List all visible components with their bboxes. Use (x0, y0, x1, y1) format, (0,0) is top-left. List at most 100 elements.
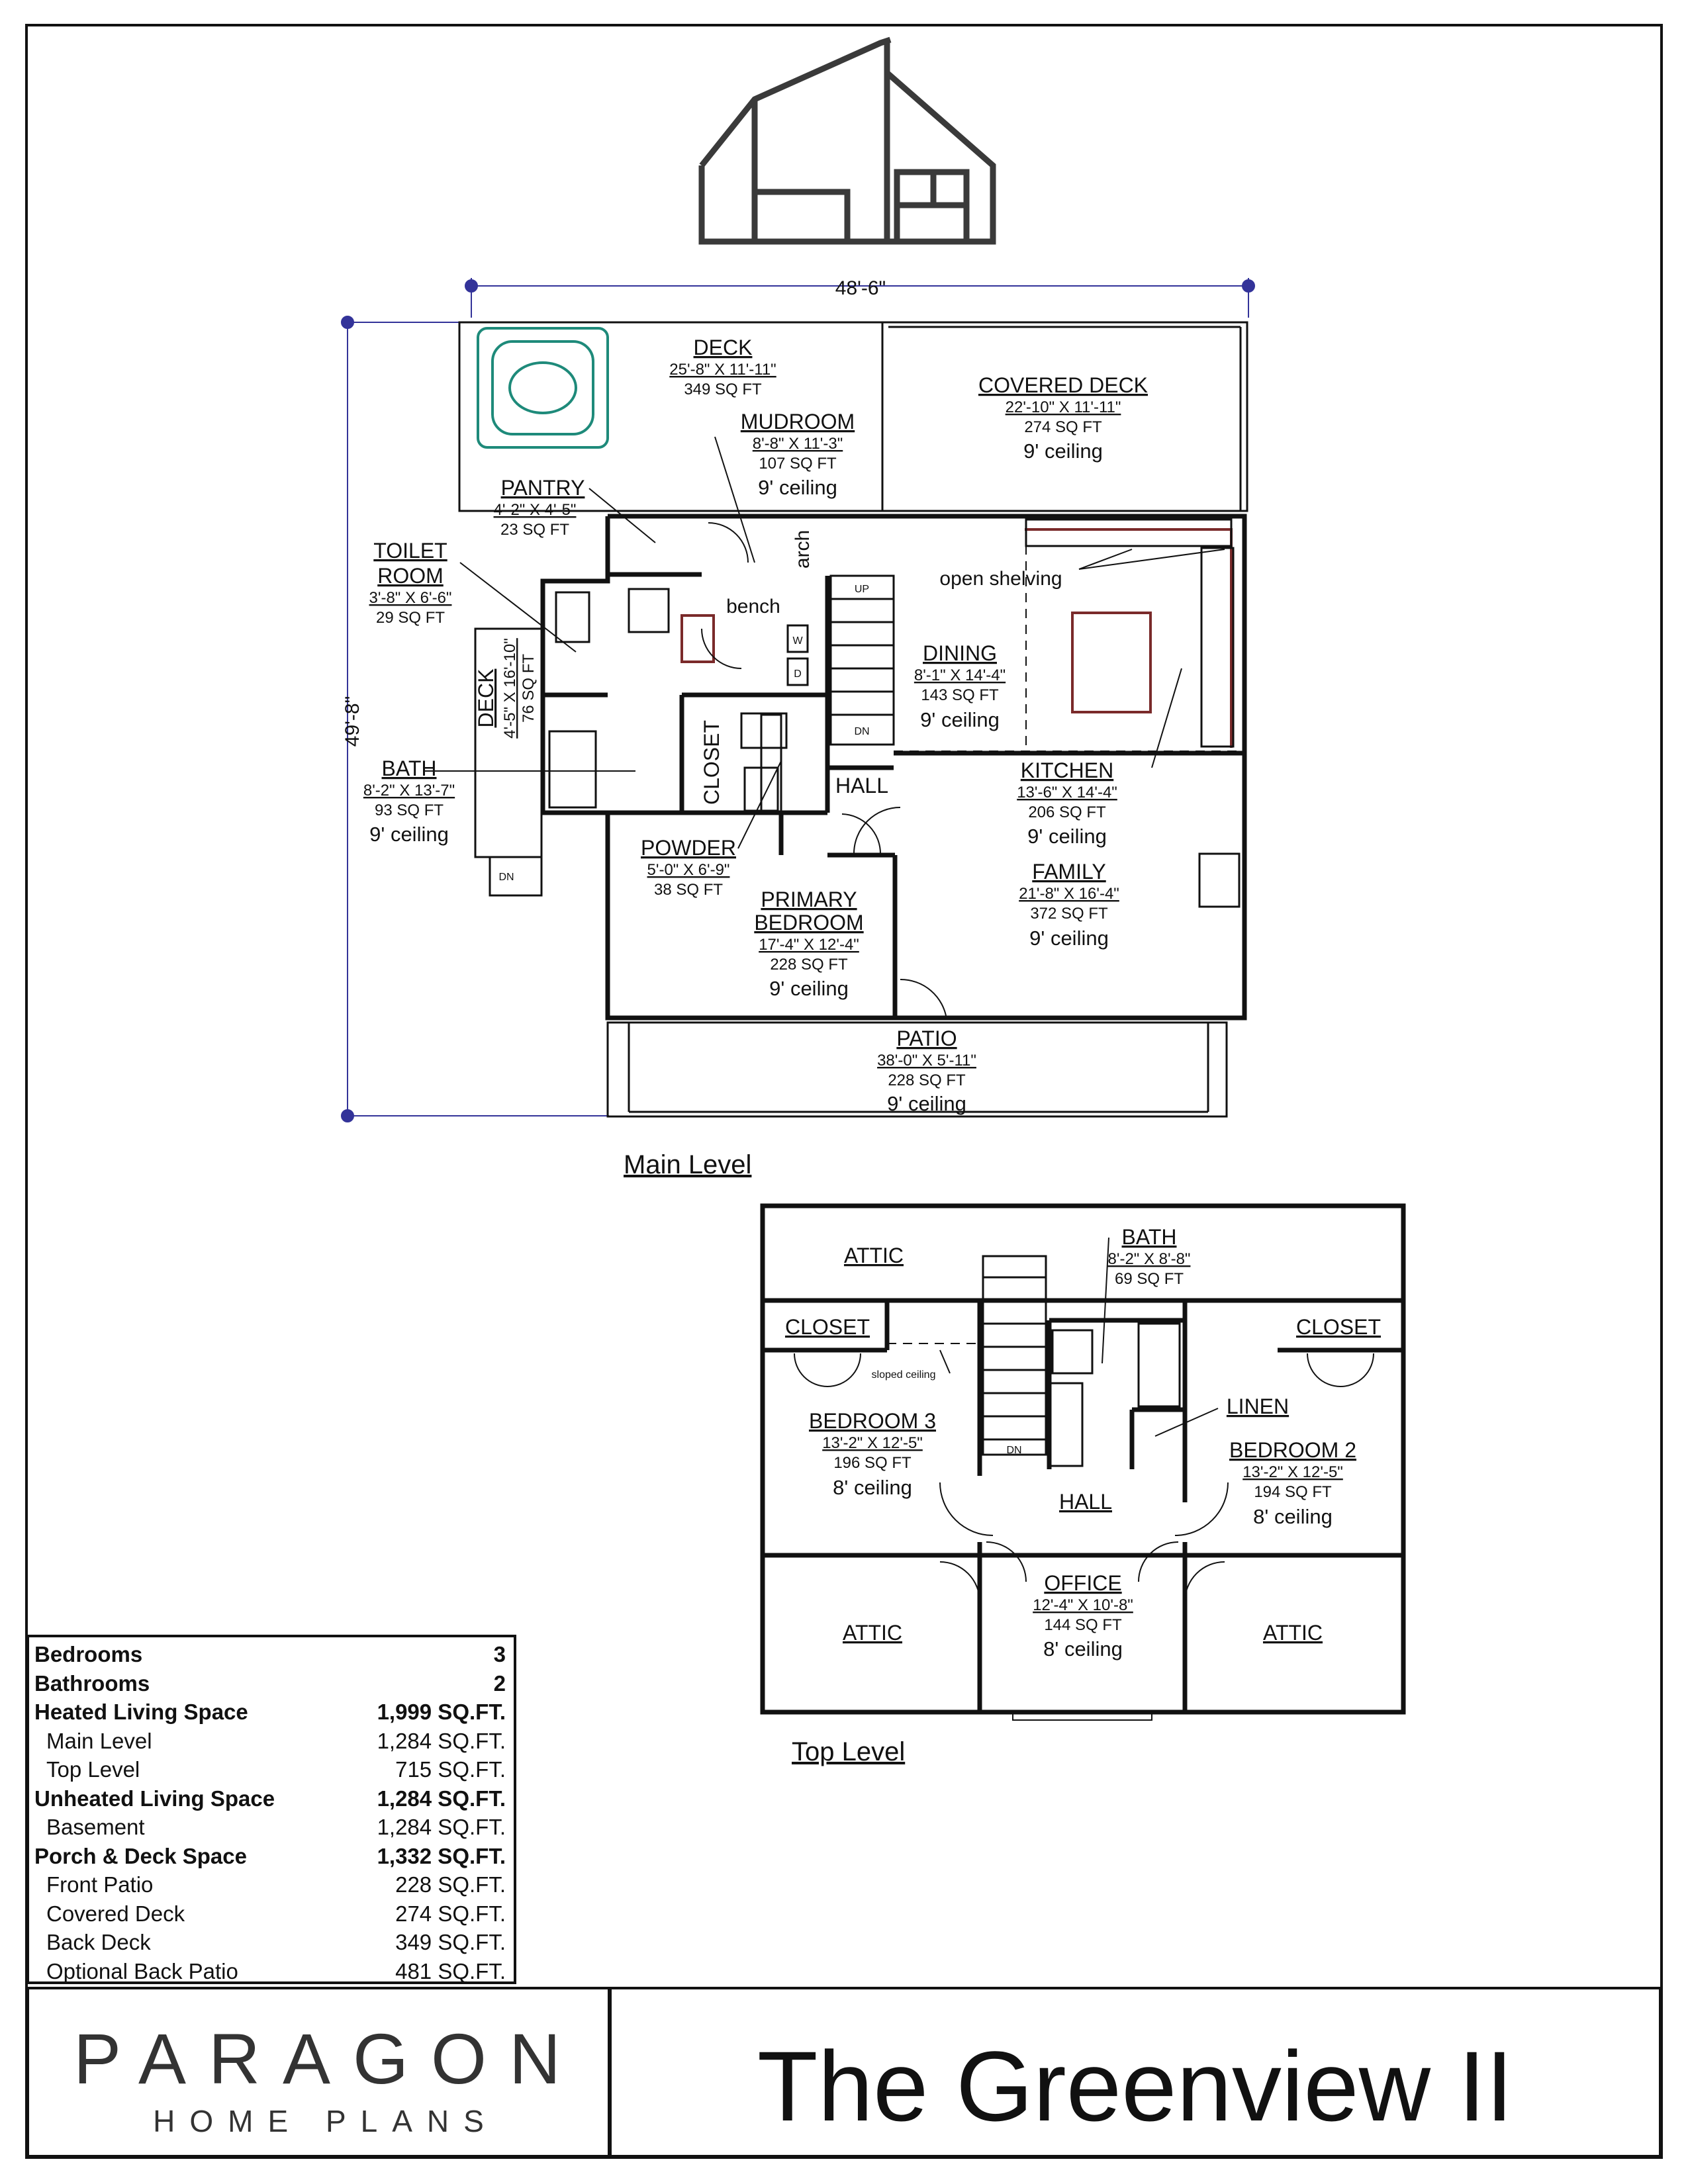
stat-value: 1,284 SQ.FT. (377, 1815, 506, 1839)
room-hall2: HALL (1059, 1490, 1112, 1514)
svg-text:ROOM: ROOM (377, 564, 444, 588)
room-mudroom: MUDROOM 8'-8" X 11'-3" 107 SQ FT 9' ceil… (741, 410, 855, 499)
svg-text:9' ceiling: 9' ceiling (1029, 927, 1109, 950)
stat-value: 349 SQ.FT. (395, 1930, 506, 1954)
svg-text:KITCHEN: KITCHEN (1021, 758, 1113, 782)
room-deck: DECK 25'-8" X 11'-11" 349 SQ FT (669, 336, 776, 398)
hall-label: HALL (835, 774, 888, 797)
stat-row: Basement 1,284 SQ.FT. (34, 1813, 506, 1842)
stat-label: Porch & Deck Space (34, 1843, 247, 1868)
stat-value: 2 (493, 1670, 506, 1696)
svg-text:38 SQ FT: 38 SQ FT (654, 881, 723, 899)
svg-text:8' ceiling: 8' ceiling (1043, 1637, 1123, 1661)
svg-text:143 SQ FT: 143 SQ FT (921, 686, 999, 704)
svg-text:93 SQ FT: 93 SQ FT (375, 801, 444, 819)
svg-text:144 SQ FT: 144 SQ FT (1044, 1616, 1122, 1634)
room-attic-right: ATTIC (1263, 1621, 1323, 1645)
room-attic-top: ATTIC (844, 1244, 904, 1267)
main-level-plan: 48'-6" 49'-8" (341, 277, 1255, 1179)
svg-text:BEDROOM: BEDROOM (754, 911, 863, 934)
svg-text:8'-8" X 11'-3": 8'-8" X 11'-3" (753, 435, 843, 453)
svg-text:FAMILY: FAMILY (1032, 860, 1105, 884)
svg-text:13'-6" X 14'-4": 13'-6" X 14'-4" (1017, 784, 1117, 801)
svg-text:PRIMARY: PRIMARY (761, 887, 857, 911)
svg-text:17'-4" X 12'-4": 17'-4" X 12'-4" (759, 936, 859, 954)
stat-label: Bedrooms (34, 1642, 143, 1666)
room-dining: DINING 8'-1" X 14'-4" 143 SQ FT 9' ceili… (914, 641, 1006, 731)
brand-tagline: HOME PLANS (153, 2104, 498, 2138)
svg-text:COVERED DECK: COVERED DECK (978, 373, 1148, 397)
brand-name: PARAGON (73, 2019, 584, 2099)
stat-value: 715 SQ.FT. (395, 1757, 506, 1782)
room-patio: PATIO 38'-0" X 5'-11" 228 SQ FT 9' ceili… (877, 1026, 976, 1115)
stat-label: Basement (46, 1815, 145, 1839)
top-level-plan: DN (760, 1203, 1406, 1766)
deck-dn-label: DN (498, 872, 514, 883)
room-pantry: PANTRY 4'-2" X 4'-5" 23 SQ FT (494, 476, 585, 539)
svg-text:228 SQ FT: 228 SQ FT (888, 1071, 966, 1089)
svg-text:372 SQ FT: 372 SQ FT (1030, 905, 1108, 923)
svg-text:DECK: DECK (694, 336, 753, 359)
plan-title-cell: The Greenview II (612, 1989, 1659, 2155)
svg-text:13'-2" X 12'-5": 13'-2" X 12'-5" (822, 1434, 923, 1452)
room-toilet-room: TOILET ROOM 3'-8" X 6'-6" 29 SQ FT (369, 539, 452, 627)
svg-text:13'-2" X 12'-5": 13'-2" X 12'-5" (1243, 1463, 1343, 1481)
svg-text:4'-5" X 16'-10": 4'-5" X 16'-10" (501, 638, 519, 739)
room-bedroom3: BEDROOM 3 13'-2" X 12'-5" 196 SQ FT 8' c… (809, 1409, 936, 1499)
svg-text:8'-1" X 14'-4": 8'-1" X 14'-4" (914, 666, 1006, 684)
svg-text:DECK: DECK (474, 669, 498, 728)
main-stair (829, 574, 895, 746)
room-closet-right: CLOSET (1296, 1315, 1381, 1339)
stat-value: 3 (493, 1642, 506, 1666)
svg-text:DINING: DINING (923, 641, 997, 665)
brand-logo: PARAGON HOME PLANS (29, 1989, 612, 2155)
svg-text:5'-0" X 6'-9": 5'-0" X 6'-9" (647, 861, 730, 879)
room-attic-left: ATTIC (843, 1621, 902, 1645)
room-primary-bedroom: PRIMARY BEDROOM 17'-4" X 12'-4" 228 SQ F… (754, 887, 863, 1000)
svg-text:196 SQ FT: 196 SQ FT (833, 1454, 912, 1472)
svg-text:21'-8" X 16'-4": 21'-8" X 16'-4" (1019, 885, 1119, 903)
stat-label: Unheated Living Space (34, 1786, 275, 1811)
svg-text:BEDROOM 3: BEDROOM 3 (809, 1409, 936, 1433)
svg-text:MUDROOM: MUDROOM (741, 410, 855, 433)
room-covered-deck: COVERED DECK 22'-10" X 11'-11" 274 SQ FT… (978, 373, 1148, 463)
open-shelving-label: open shelving (939, 568, 1062, 590)
svg-text:228 SQ FT: 228 SQ FT (770, 956, 848, 974)
stat-label: Main Level (46, 1728, 152, 1753)
leader-lines (424, 436, 1225, 849)
svg-text:206 SQ FT: 206 SQ FT (1028, 803, 1106, 821)
dimension-width (465, 278, 1255, 318)
dryer-label: D (794, 668, 802, 680)
svg-text:12'-4" X 10'-8": 12'-4" X 10'-8" (1033, 1596, 1133, 1614)
svg-text:76 SQ FT: 76 SQ FT (520, 654, 538, 723)
svg-text:69 SQ FT: 69 SQ FT (1115, 1270, 1184, 1288)
stat-label: Front Patio (46, 1872, 154, 1897)
depth-dimension-text: 49'-8" (342, 696, 363, 747)
svg-text:4'-2" X 4'-5": 4'-2" X 4'-5" (494, 501, 577, 519)
washer-label: W (792, 635, 803, 647)
svg-text:PANTRY: PANTRY (501, 476, 585, 500)
svg-text:BATH: BATH (1122, 1225, 1177, 1249)
svg-text:TOILET: TOILET (373, 539, 447, 563)
svg-text:9' ceiling: 9' ceiling (769, 977, 849, 1000)
top-stair-dn-label: DN (1006, 1445, 1021, 1456)
svg-text:OFFICE: OFFICE (1044, 1571, 1121, 1595)
svg-text:349 SQ FT: 349 SQ FT (684, 381, 762, 398)
svg-text:25'-8" X 11'-11": 25'-8" X 11'-11" (669, 361, 776, 379)
svg-text:29 SQ FT: 29 SQ FT (376, 609, 445, 627)
svg-text:BATH: BATH (382, 756, 437, 780)
svg-text:POWDER: POWDER (641, 836, 736, 860)
sloped-ceiling-label: sloped ceiling (872, 1369, 936, 1381)
stat-label: Back Deck (46, 1930, 151, 1954)
svg-text:PATIO: PATIO (896, 1026, 957, 1050)
stat-row: Bedrooms 3 (34, 1640, 506, 1669)
